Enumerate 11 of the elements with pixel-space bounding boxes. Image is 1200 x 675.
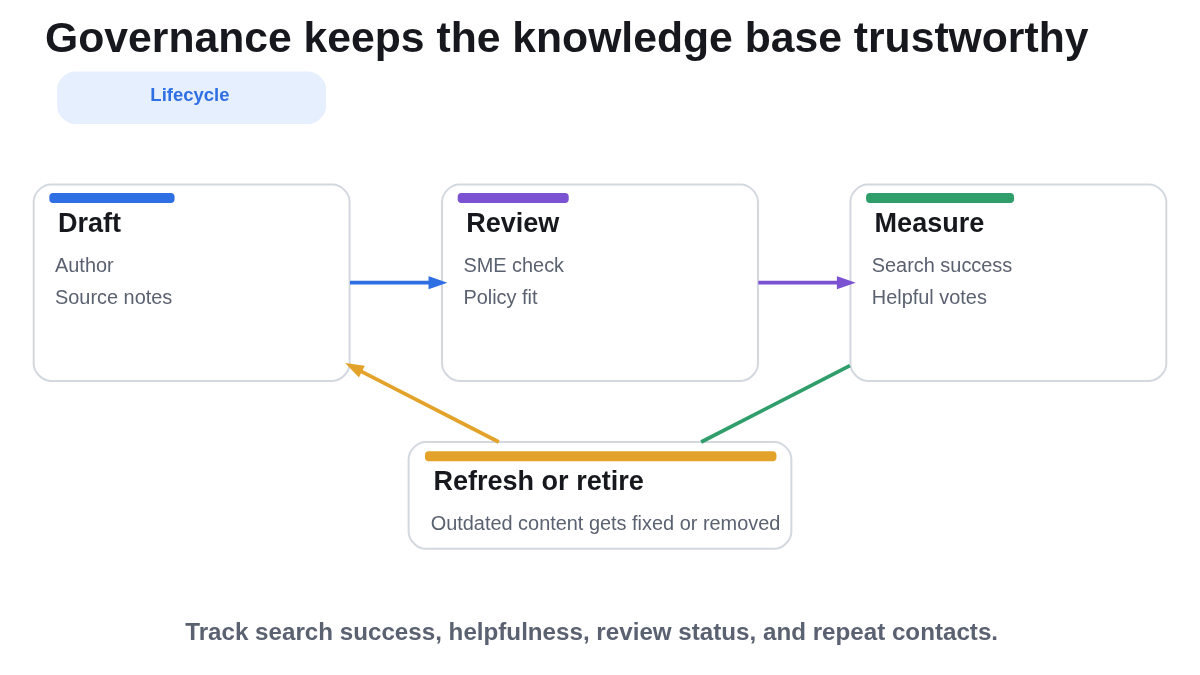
node-box: Draft Author Source notes <box>32 183 351 382</box>
connector <box>700 363 851 444</box>
arrow <box>345 363 500 444</box>
caption: Track search success, helpfulness, review status, and repeat contacts. <box>185 618 999 646</box>
diagram-title: Governance keeps the knowledge base trustworthy <box>45 13 1089 62</box>
arrow <box>758 276 856 290</box>
node-box: Refresh or retire Outdated content gets fixed or removed <box>407 441 793 550</box>
arrow <box>349 276 448 290</box>
node-box: Review SME check Policy fit <box>441 183 759 382</box>
node-box: Measure Search success Helpful votes <box>849 183 1168 382</box>
node-box: Lifecycle <box>57 71 327 125</box>
